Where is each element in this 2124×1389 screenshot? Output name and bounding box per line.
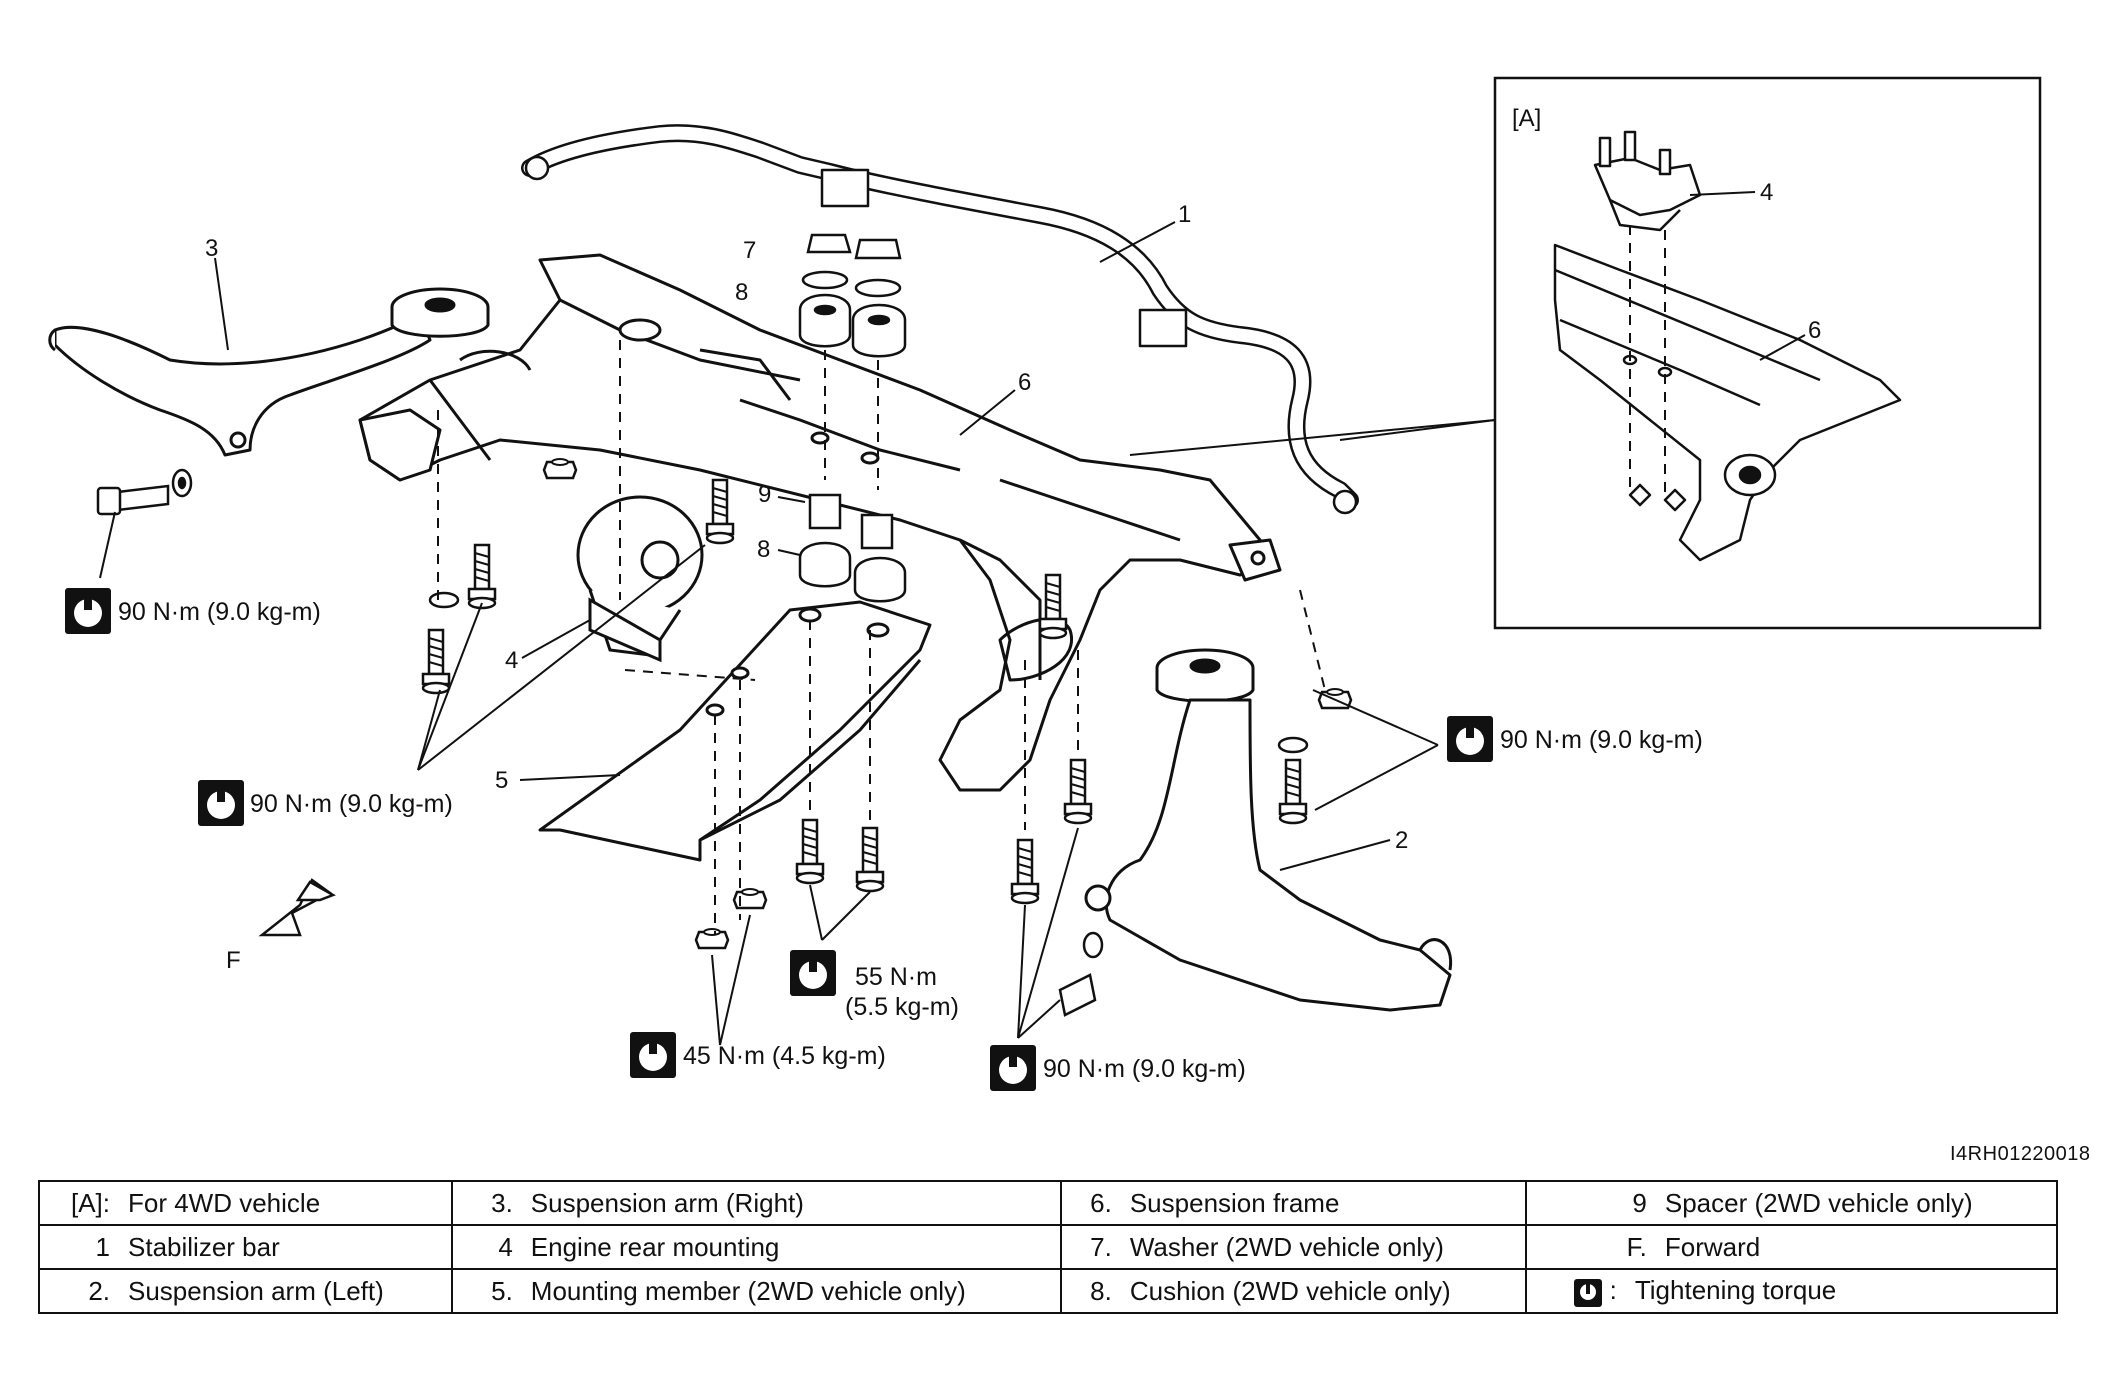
suspension-arm-right (48, 287, 490, 457)
callout-4: 4 (505, 647, 518, 674)
callout-3: 3 (205, 235, 218, 262)
torque-label-6: 45 N·m (4.5 kg-m) (683, 1042, 886, 1070)
torque-label-5a: 55 N·m (855, 963, 937, 991)
legend-table: [A]:For 4WD vehicle 3.Suspension arm (Ri… (38, 1180, 2059, 1314)
alignment-lines (437, 340, 1326, 935)
callout-6: 6 (1018, 369, 1031, 396)
legend-cell: 6.Suspension frame (1059, 1180, 1527, 1226)
torque-wrench-icon (198, 780, 244, 826)
callout-8-top: 8 (735, 279, 748, 306)
torque-wrench-icon (1574, 1278, 1603, 1307)
legend-cell: :Tightening torque (1524, 1268, 2059, 1314)
inset-4wd (1493, 76, 2042, 630)
suspension-arm-left (1084, 648, 1453, 1012)
legend-row: 2.Suspension arm (Left) 5.Mounting membe… (38, 1268, 2059, 1314)
torque-wrench-icon (790, 950, 836, 996)
callout-labels: 1 2 3 4 5 6 7 8 9 8 4 6 F [A] (205, 105, 1821, 974)
leader-lines (99, 221, 1496, 1046)
engine-rear-mounting (576, 495, 704, 663)
legend-cell: [A]:For 4WD vehicle (38, 1180, 453, 1226)
torque-callouts: 90 N·m (9.0 kg-m) 90 N·m (9.0 kg-m) 90 N… (65, 588, 1703, 1091)
legend-cell: 7.Washer (2WD vehicle only) (1059, 1224, 1527, 1270)
callout-7: 7 (743, 237, 756, 264)
torque-label-3: 90 N·m (9.0 kg-m) (1500, 726, 1703, 754)
legend-cell: F.Forward (1524, 1224, 2059, 1270)
suspension-frame (358, 253, 1282, 792)
callout-8-bottom: 8 (757, 536, 770, 563)
inset-callout-4: 4 (1760, 179, 1773, 206)
inset-callout-6: 6 (1808, 317, 1821, 344)
torque-wrench-icon (990, 1045, 1036, 1091)
inset-label: [A] (1512, 105, 1541, 132)
torque-label-1: 90 N·m (9.0 kg-m) (118, 598, 321, 626)
torque-wrench-icon (1447, 716, 1493, 762)
legend-cell: 3.Suspension arm (Right) (450, 1180, 1062, 1226)
mounting-member (538, 600, 932, 862)
forward-arrow-icon (258, 878, 336, 937)
callout-5: 5 (495, 767, 508, 794)
torque-wrench-icon (65, 588, 111, 634)
legend-cell: 2.Suspension arm (Left) (38, 1268, 453, 1314)
bolt-set (421, 457, 1353, 1017)
stabilizer-bar (521, 124, 1359, 515)
legend-cell: 5.Mounting member (2WD vehicle only) (450, 1268, 1062, 1314)
cushion-washer-stack (798, 233, 907, 603)
arm-bolt-left (96, 468, 193, 516)
torque-label-2: 90 N·m (9.0 kg-m) (250, 790, 453, 818)
legend-cell: 8.Cushion (2WD vehicle only) (1059, 1268, 1527, 1314)
callout-9: 9 (758, 481, 771, 508)
callout-2: 2 (1395, 827, 1408, 854)
callout-1: 1 (1178, 201, 1191, 228)
forward-label: F (226, 947, 241, 974)
torque-label-4: 90 N·m (9.0 kg-m) (1043, 1055, 1246, 1083)
legend-row: [A]:For 4WD vehicle 3.Suspension arm (Ri… (38, 1180, 2059, 1226)
diagram-reference-id: I4RH01220018 (1950, 1143, 2091, 1165)
torque-label-5b: (5.5 kg-m) (845, 993, 959, 1021)
torque-wrench-icon (630, 1032, 676, 1078)
